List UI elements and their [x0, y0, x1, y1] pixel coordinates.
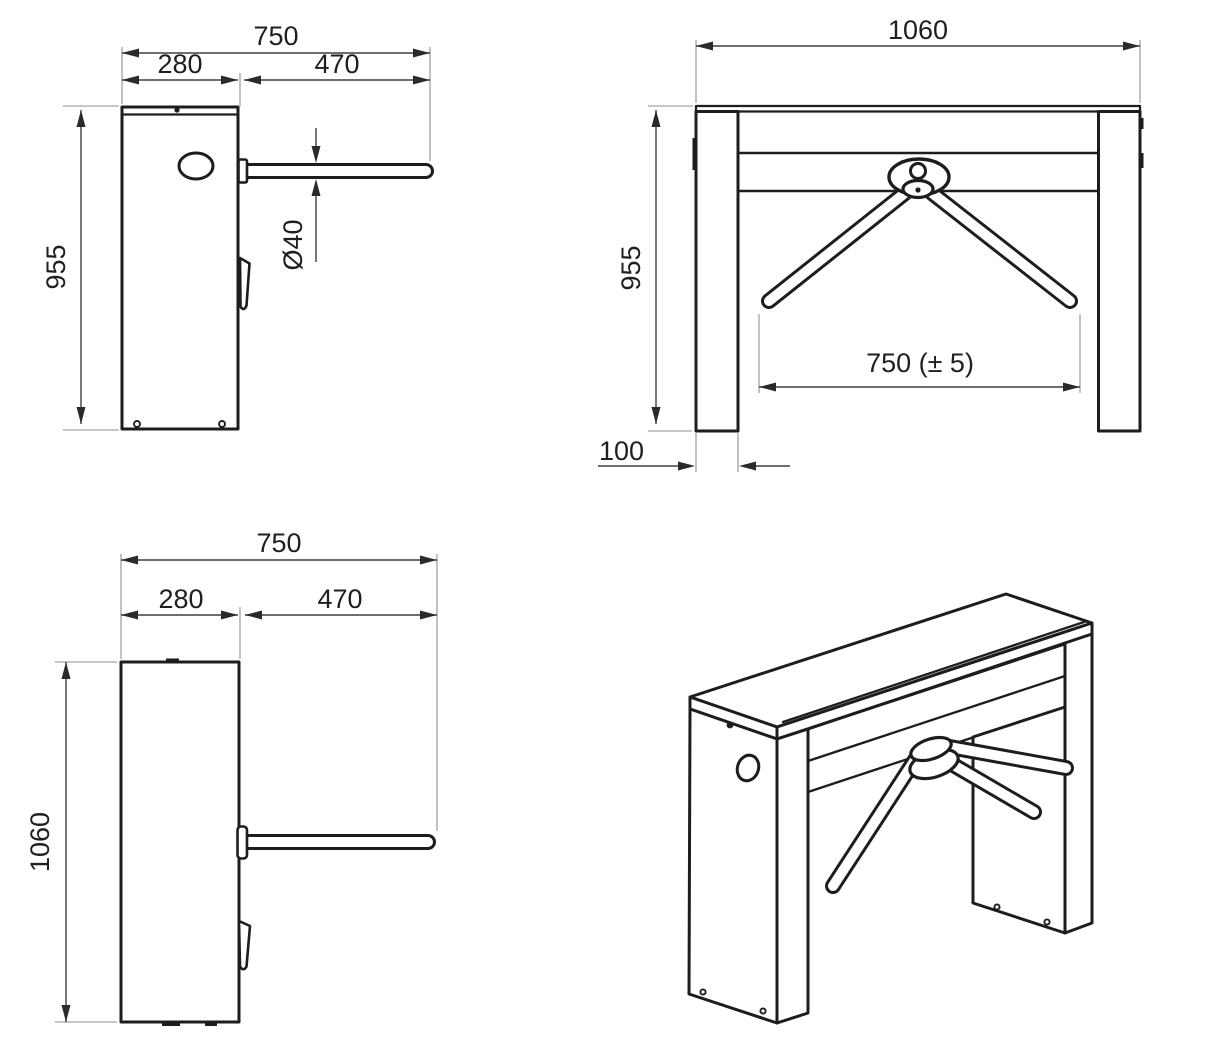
dim-label-1060: 1060 — [25, 812, 55, 872]
lid-screw-dot — [174, 107, 180, 113]
dim-label-1060: 1060 — [888, 15, 948, 45]
dim-label-280: 280 — [158, 584, 203, 614]
base-foot — [162, 1022, 180, 1026]
tripod-arm-folded — [237, 919, 252, 971]
left-post-end-face — [775, 727, 810, 1025]
dim-label-750: 750 — [256, 528, 301, 558]
slab-edge-inset — [781, 619, 1089, 724]
dim-arm-diameter: Ø40 — [278, 128, 321, 271]
dim-height: 955 — [41, 110, 86, 424]
left-edge-hinge-mark — [692, 138, 697, 170]
dim-width-total: 750 — [121, 528, 437, 565]
left-post — [694, 110, 740, 433]
right-post — [1097, 110, 1142, 433]
top-beam — [694, 104, 1142, 113]
anchor-hole — [1043, 918, 1051, 926]
dim-height: 1060 — [25, 662, 71, 1022]
cabinet-side — [120, 105, 240, 431]
hub-axle — [909, 162, 927, 180]
dim-post-width: 100 — [598, 436, 790, 471]
dim-width-arm: 470 — [244, 49, 430, 85]
anchor-hole — [133, 420, 141, 428]
tripod-arm-horizontal — [237, 158, 434, 184]
cabinet-outline — [119, 660, 241, 1024]
slab-top-face — [688, 592, 1094, 729]
dim-label-750: 750 — [253, 21, 298, 51]
anchor-hole — [993, 903, 1001, 911]
dim-label-280: 280 — [157, 49, 202, 79]
tripod-rotor-3d — [825, 735, 1074, 894]
reader-window — [177, 151, 215, 181]
hub-center-dot — [915, 187, 921, 193]
view-side-top: 750 280 470 955 Ø40 — [41, 21, 434, 431]
left-post — [687, 707, 810, 1025]
dim-width-cabinet: 280 — [121, 584, 238, 620]
dim-width-total: 1060 — [696, 15, 1140, 51]
view-front: 1060 955 750 (± 5) 100 — [598, 15, 1144, 472]
dim-width-arm: 470 — [245, 584, 437, 620]
right-edge-hinge-mark — [1139, 153, 1144, 168]
dim-label-750-5: 750 (± 5) — [866, 348, 974, 378]
dim-height: 955 — [616, 110, 661, 424]
dim-label-100: 100 — [599, 436, 644, 466]
arm-hub-collar — [237, 158, 249, 184]
tripod-rotor-front — [761, 157, 1078, 309]
dim-label-470: 470 — [317, 584, 362, 614]
cabinet-side — [119, 658, 241, 1026]
dim-label-955: 955 — [616, 245, 646, 290]
indicator-dot — [726, 721, 734, 729]
anchor-hole — [699, 988, 707, 996]
lid-mark — [166, 658, 179, 663]
extension-lines — [63, 47, 431, 431]
dim-width-total: 750 — [122, 21, 430, 58]
right-edge-hinge-mark — [1139, 118, 1144, 129]
reader-window — [735, 753, 761, 783]
arm-hub-collar — [236, 825, 249, 860]
dim-label-d40: Ø40 — [278, 219, 308, 270]
dim-label-470: 470 — [314, 49, 359, 79]
frame-front — [692, 104, 1144, 433]
view-side-bottom: 750 280 470 1060 — [25, 528, 438, 1026]
tripod-arm-folded — [238, 256, 251, 311]
dim-width-cabinet: 280 — [122, 49, 238, 85]
tripod-arm-horizontal — [236, 825, 436, 860]
extension-lines — [648, 40, 1141, 472]
view-isometric — [687, 592, 1094, 1025]
dim-label-955: 955 — [41, 244, 71, 289]
left-post-front-face — [687, 707, 779, 1025]
base-foot — [205, 1022, 217, 1026]
anchor-hole — [759, 1007, 767, 1015]
cabinet-outline — [120, 105, 240, 431]
dim-arm-span: 750 (± 5) — [759, 348, 1080, 392]
hub-cap — [909, 735, 953, 763]
anchor-hole — [218, 420, 226, 428]
right-post-side-face — [971, 705, 1067, 935]
right-post-end-face — [1063, 632, 1094, 935]
